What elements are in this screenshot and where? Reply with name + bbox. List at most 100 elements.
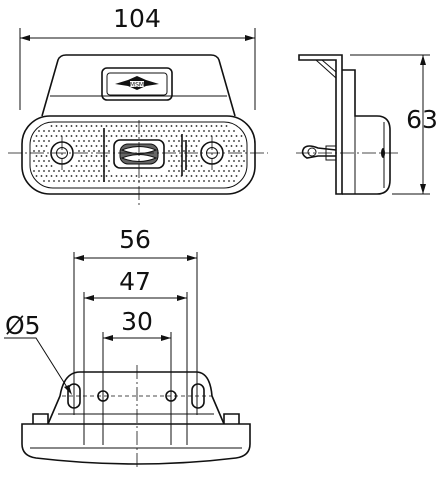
reflector-dot bbox=[90, 135, 93, 137]
reflector-dot bbox=[228, 150, 230, 152]
reflector-dot bbox=[118, 180, 120, 182]
reflector-dot bbox=[90, 125, 93, 127]
reflector-dot bbox=[228, 160, 230, 162]
reflector-dot bbox=[175, 145, 178, 147]
reflector-dot bbox=[43, 150, 45, 152]
reflector-dot bbox=[240, 165, 243, 167]
bottom-view: 56 47 30 Ø5 bbox=[4, 225, 251, 470]
dimension-diameter: Ø5 bbox=[4, 311, 72, 395]
reflector-dot bbox=[238, 170, 240, 172]
reflector-dot bbox=[240, 135, 243, 137]
reflector-dot bbox=[105, 175, 108, 177]
reflector-dot bbox=[170, 145, 173, 147]
reflector-dot bbox=[210, 175, 213, 177]
reflector-dot bbox=[100, 135, 103, 137]
reflector-dot bbox=[45, 155, 48, 157]
reflector-dot bbox=[75, 175, 78, 177]
reflector-dot bbox=[68, 130, 70, 132]
reflector-dot bbox=[130, 135, 133, 137]
reflector-dot bbox=[65, 175, 68, 177]
reflector-dot bbox=[238, 150, 240, 152]
reflector-dot bbox=[35, 155, 38, 157]
reflector-dot bbox=[98, 180, 100, 182]
reflector-dot bbox=[43, 160, 45, 162]
reflector-dot bbox=[75, 125, 78, 127]
reflector-dot bbox=[93, 170, 95, 172]
reflector-dot bbox=[150, 175, 153, 177]
reflector-dot bbox=[53, 130, 55, 132]
reflector-dot bbox=[188, 130, 190, 132]
reflector-dot bbox=[78, 180, 80, 182]
reflector-dot bbox=[240, 145, 243, 147]
reflector-dot bbox=[80, 175, 83, 177]
reflector-dot bbox=[200, 135, 203, 137]
reflector-dot bbox=[175, 175, 178, 177]
reflector-dot bbox=[208, 170, 210, 172]
reflector-dot bbox=[50, 135, 53, 137]
reflector-dot bbox=[140, 125, 143, 127]
reflector-dot bbox=[98, 130, 100, 132]
reflector-dot bbox=[195, 175, 198, 177]
reflector-dot bbox=[43, 170, 45, 172]
reflector-dot bbox=[78, 130, 80, 132]
reflector-texture bbox=[33, 125, 245, 182]
reflector-dot bbox=[95, 155, 98, 157]
reflector-dot bbox=[188, 170, 190, 172]
reflector-dot bbox=[43, 140, 45, 142]
reflector-dot bbox=[198, 160, 200, 162]
reflector-dot bbox=[160, 175, 163, 177]
reflector-dot bbox=[135, 175, 138, 177]
reflector-dot bbox=[168, 160, 170, 162]
reflector-dot bbox=[233, 170, 235, 172]
reflector-dot bbox=[35, 175, 38, 177]
reflector-dot bbox=[183, 170, 185, 172]
reflector-dot bbox=[78, 160, 80, 162]
reflector-dot bbox=[158, 180, 160, 182]
reflector-dot bbox=[93, 180, 95, 182]
reflector-dot bbox=[95, 175, 98, 177]
reflector-dot bbox=[140, 175, 143, 177]
reflector-dot bbox=[123, 130, 125, 132]
reflector-dot bbox=[165, 125, 168, 127]
reflector-dot bbox=[185, 175, 188, 177]
reflector-dot bbox=[50, 125, 53, 127]
reflector-dot bbox=[98, 140, 100, 142]
reflector-dot bbox=[173, 170, 175, 172]
reflector-dot bbox=[183, 130, 185, 132]
dimension-56: 56 bbox=[73, 225, 198, 415]
reflector-dot bbox=[105, 145, 108, 147]
reflector-dot bbox=[225, 175, 228, 177]
reflector-dot bbox=[128, 180, 130, 182]
reflector-dot bbox=[195, 145, 198, 147]
reflector-dot bbox=[235, 145, 238, 147]
reflector-dot bbox=[223, 130, 225, 132]
reflector-dot bbox=[53, 170, 55, 172]
reflector-dot bbox=[108, 150, 110, 152]
reflector-dot bbox=[45, 145, 48, 147]
reflector-dot bbox=[170, 155, 173, 157]
reflector-dot bbox=[38, 150, 40, 152]
reflector-dot bbox=[85, 125, 88, 127]
reflector-dot bbox=[95, 125, 98, 127]
reflector-dot bbox=[225, 125, 228, 127]
reflector-dot bbox=[168, 170, 170, 172]
reflector-dot bbox=[168, 150, 170, 152]
reflector-dot bbox=[123, 180, 125, 182]
reflector-dot bbox=[160, 135, 163, 137]
reflector-dot bbox=[68, 170, 70, 172]
reflector-dot bbox=[150, 135, 153, 137]
dimension-label-56: 56 bbox=[119, 225, 151, 254]
reflector-dot bbox=[40, 145, 43, 147]
reflector-dot bbox=[145, 125, 148, 127]
reflector-dot bbox=[85, 145, 88, 147]
reflector-dot bbox=[228, 180, 230, 182]
reflector-dot bbox=[105, 125, 108, 127]
reflector-dot bbox=[40, 165, 43, 167]
reflector-dot bbox=[100, 165, 103, 167]
reflector-dot bbox=[75, 135, 78, 137]
reflector-dot bbox=[83, 160, 85, 162]
reflector-dot bbox=[175, 125, 178, 127]
reflector-dot bbox=[173, 160, 175, 162]
reflector-dot bbox=[83, 130, 85, 132]
reflector-dot bbox=[223, 140, 225, 142]
